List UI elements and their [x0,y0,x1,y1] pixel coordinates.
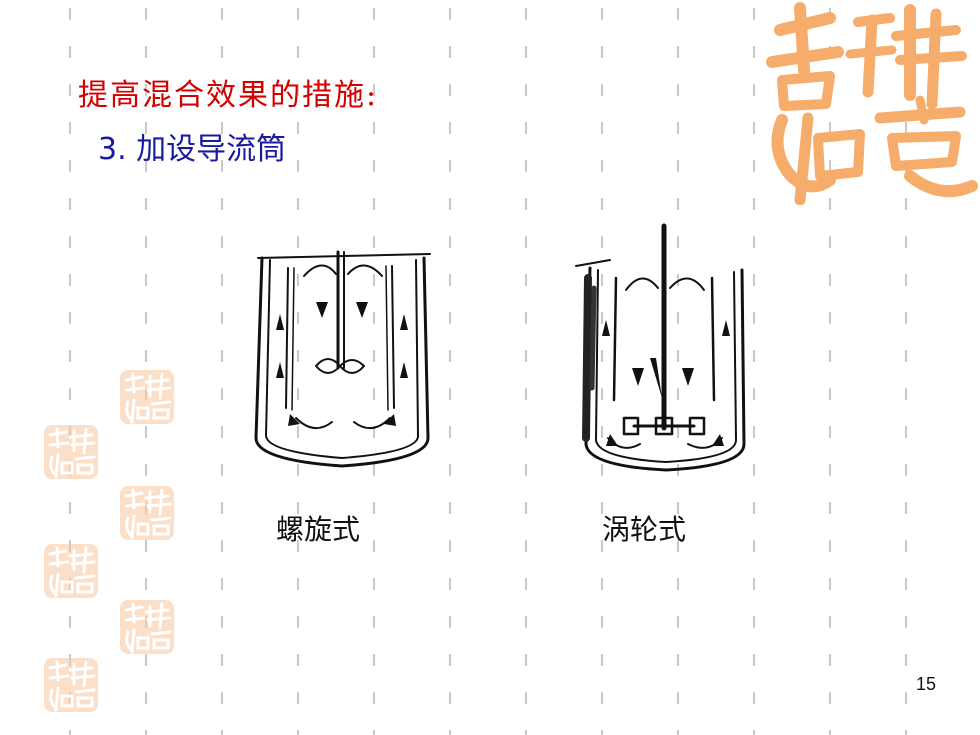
decorative-seal-small [120,486,174,540]
decorative-seal-small [44,658,98,712]
item-number: 3. [98,132,127,167]
decorative-seal-large [766,2,978,205]
slide-title: 提高混合效果的措施: [78,78,379,113]
screw-agitator-vessel-diagram [254,250,431,468]
figure-caption-turbine: 涡轮式 [602,513,687,546]
slide-subtitle: 3. 加设导流筒 [98,124,286,168]
decorative-seal-small [120,600,174,654]
decorative-seal-small [44,544,98,598]
turbine-agitator-vessel-diagram [575,223,746,472]
decorative-seal-small [44,425,98,479]
item-text: 加设导流筒 [126,132,287,167]
page-number: 15 [916,674,937,694]
decorative-seal-small [120,370,174,424]
figure-caption-screw: 螺旋式 [276,513,361,546]
